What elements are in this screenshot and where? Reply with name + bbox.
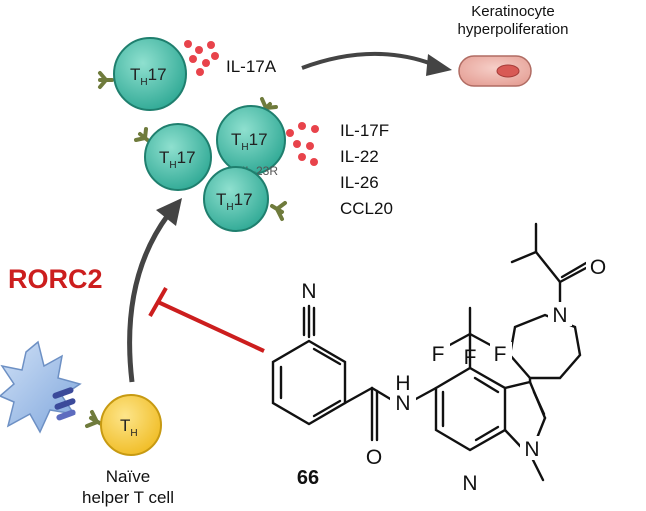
- naive-label-line1: Naïve: [106, 467, 150, 486]
- atom-n-amide: N: [395, 392, 410, 415]
- th17-cell-2: TH17: [134, 123, 212, 191]
- il22-label: IL-22: [340, 147, 379, 166]
- atom-f-2: F: [464, 346, 477, 369]
- naive-th-label: TH: [120, 416, 138, 439]
- atom-f-1: F: [432, 343, 445, 366]
- cytokine-dots-1: [184, 40, 219, 76]
- keratinocyte-label-line1: Keratinocyte: [471, 3, 554, 20]
- il26-label: IL-26: [340, 173, 379, 192]
- il17f-label: IL-17F: [340, 121, 389, 140]
- th17-cell-4: TH17: [203, 166, 287, 232]
- th17-cell-3: TH17: [216, 97, 286, 175]
- naive-label-line2: helper T cell: [82, 488, 174, 507]
- naive-t-cell: TH: [85, 394, 162, 456]
- compound-id-label: 66: [297, 467, 319, 489]
- th17-label: TH17: [231, 130, 268, 153]
- th17-label: TH17: [130, 65, 167, 88]
- atom-n-pyridine: N: [462, 472, 477, 495]
- il17a-to-keratinocyte-arrow: [301, 52, 452, 76]
- ccl20-label: CCL20: [340, 199, 393, 218]
- atom-f-3: F: [494, 343, 507, 366]
- th17-label: TH17: [216, 190, 253, 213]
- atom-h-amide: H: [395, 372, 410, 395]
- receptor-icon: [98, 71, 114, 89]
- receptor-icon: [270, 201, 287, 221]
- atom-o-amide: O: [366, 446, 382, 469]
- cytokine-dots-2: [286, 122, 319, 166]
- atom-n-pyrrole: N: [524, 438, 539, 461]
- atom-n-nitrile: N: [301, 280, 316, 303]
- differentiation-arrow: [127, 198, 182, 383]
- rorc2-label: RORC2: [8, 264, 103, 294]
- inhibition-tbar: [148, 287, 265, 353]
- keratinocyte-cell: [458, 55, 532, 87]
- keratinocyte-label-line2: hyperpoliferation: [458, 21, 569, 38]
- th17-cell-1: TH17: [98, 37, 187, 111]
- il17a-label: IL-17A: [226, 57, 277, 76]
- receptor-icon: [134, 127, 152, 144]
- atom-n-piperidine: N: [552, 304, 567, 327]
- th17-label: TH17: [159, 148, 196, 171]
- dendritic-cell: [0, 340, 82, 434]
- atom-o-isobutyryl: O: [590, 256, 606, 279]
